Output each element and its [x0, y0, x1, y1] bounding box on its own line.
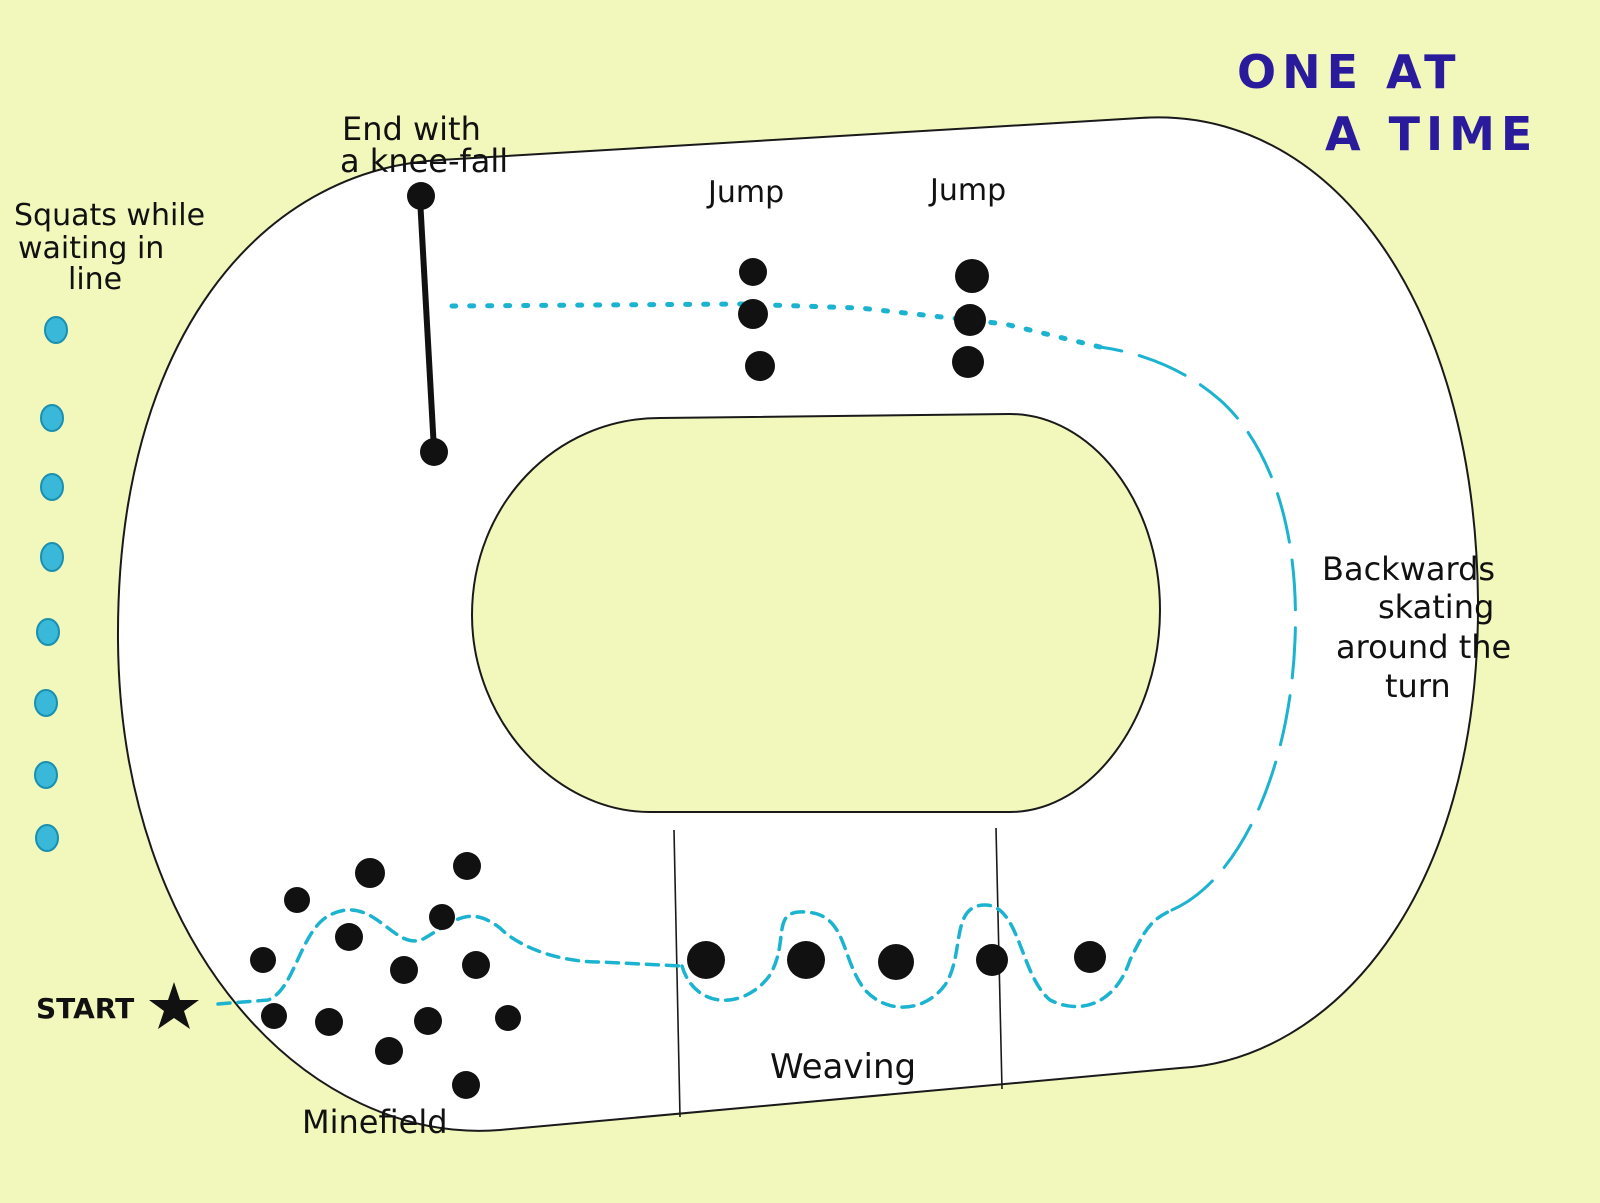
cone: [687, 941, 725, 979]
jump-cones: [738, 258, 989, 381]
cone: [452, 1071, 480, 1099]
cone: [739, 258, 767, 286]
weaving-label: Weaving: [770, 1047, 916, 1087]
cone: [954, 304, 986, 336]
skater-in-line: [40, 473, 64, 501]
skater-in-line: [40, 404, 64, 432]
backwards-path-segment: [1098, 345, 1297, 912]
cone: [955, 259, 989, 293]
minefield-cones: [250, 852, 521, 1099]
skating-path: [216, 301, 1297, 1009]
backwards-label-line-2: skating: [1378, 588, 1494, 626]
squats-label-line-1: Squats while: [14, 198, 205, 233]
backwards-label-line-4: turn: [1385, 667, 1451, 705]
cone: [976, 944, 1008, 976]
cone: [375, 1037, 403, 1065]
cone: [453, 852, 481, 880]
cone: [462, 951, 490, 979]
minefield-label: Minefield: [302, 1103, 448, 1141]
cone: [284, 887, 310, 913]
cone: [1074, 941, 1106, 973]
skater-in-line: [35, 824, 59, 852]
squats-label-line-2: waiting in: [18, 231, 164, 266]
cone: [355, 858, 385, 888]
cone: [315, 1008, 343, 1036]
skater-in-line: [44, 316, 68, 344]
cone: [787, 941, 825, 979]
finish-line-end-bottom: [420, 438, 448, 466]
title-line-2: A TIME: [1325, 107, 1538, 161]
finish-line: [407, 182, 448, 466]
finish-line-end-top: [407, 182, 435, 210]
skater-in-line: [36, 618, 60, 646]
cone: [429, 904, 455, 930]
squats-label-line-3: line: [68, 262, 122, 297]
cone: [495, 1005, 521, 1031]
jump-label-1: Jump: [706, 175, 784, 210]
skater-in-line: [34, 761, 58, 789]
cone: [745, 351, 775, 381]
title-line-1: ONE AT: [1237, 45, 1461, 99]
cone: [952, 346, 984, 378]
start-label: START: [36, 992, 134, 1025]
backwards-label-line-3: around the: [1336, 628, 1511, 666]
cone: [390, 956, 418, 984]
knee-fall-label-line-2: a knee-fall: [340, 142, 508, 180]
track-surface: [116, 116, 1480, 1132]
cone: [414, 1007, 442, 1035]
skater-in-line: [34, 689, 58, 717]
skater-in-line: [40, 542, 64, 572]
cone: [738, 299, 768, 329]
backwards-label-line-1: Backwards: [1322, 550, 1495, 588]
cone: [335, 923, 363, 951]
star-icon: [149, 982, 199, 1029]
jump-label-2: Jump: [928, 173, 1006, 208]
waiting-line: [34, 316, 68, 852]
weaving-cones: [687, 941, 1106, 980]
cone: [261, 1003, 287, 1029]
cone: [878, 944, 914, 980]
knee-fall-label-line-1: End with: [342, 110, 481, 148]
cone: [250, 947, 276, 973]
weaving-path-segment: [680, 903, 1174, 1009]
